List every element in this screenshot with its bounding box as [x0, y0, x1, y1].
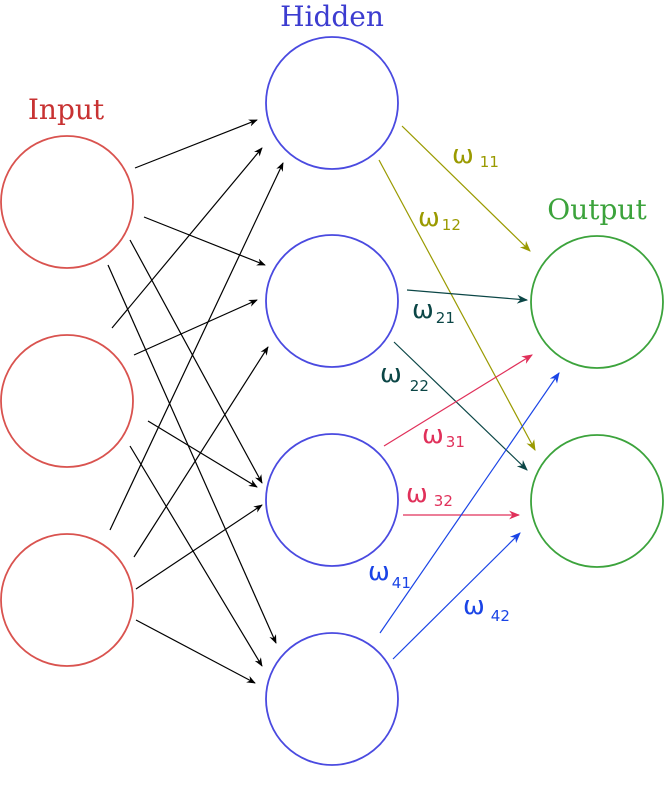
edge-h1-o2: [378, 159, 536, 451]
edge-h1-o1: [401, 125, 531, 252]
edge-h2-o1: [406, 289, 529, 304]
edge-i1-h4: [107, 264, 277, 644]
hidden-node: [265, 632, 399, 766]
input-layer: [0, 135, 134, 667]
hidden-output-connections: [378, 125, 560, 660]
output-node: [530, 434, 664, 568]
output-layer-label: Output: [547, 193, 647, 226]
input-node: [0, 533, 134, 667]
edge-i3-h4: [135, 619, 256, 684]
output-node: [530, 235, 664, 369]
edge-i2-h3: [147, 420, 258, 488]
edge-h4-o1: [379, 372, 560, 634]
input-layer-label: Input: [28, 93, 105, 126]
hidden-node: [265, 36, 399, 170]
output-layer: [530, 235, 664, 568]
edge-h3-o1: [383, 354, 533, 447]
hidden-layer-label: Hidden: [280, 0, 384, 33]
hidden-node: [265, 433, 399, 567]
edge-i1-h2: [143, 216, 266, 266]
hidden-layer: [265, 36, 399, 766]
input-hidden-connections: [107, 119, 284, 684]
edge-i1-h1: [134, 119, 258, 169]
edge-i2-h2: [133, 299, 258, 356]
edge-i2-h1: [111, 147, 263, 329]
edge-h2-o2: [393, 341, 528, 471]
input-node: [0, 334, 134, 468]
edge-i3-h1: [109, 162, 284, 531]
edge-i2-h4: [129, 445, 263, 667]
edge-h4-o2: [392, 532, 521, 660]
hidden-node: [265, 234, 399, 368]
edge-i3-h3: [135, 504, 263, 590]
input-node: [0, 135, 134, 269]
edge-i3-h2: [133, 346, 269, 558]
